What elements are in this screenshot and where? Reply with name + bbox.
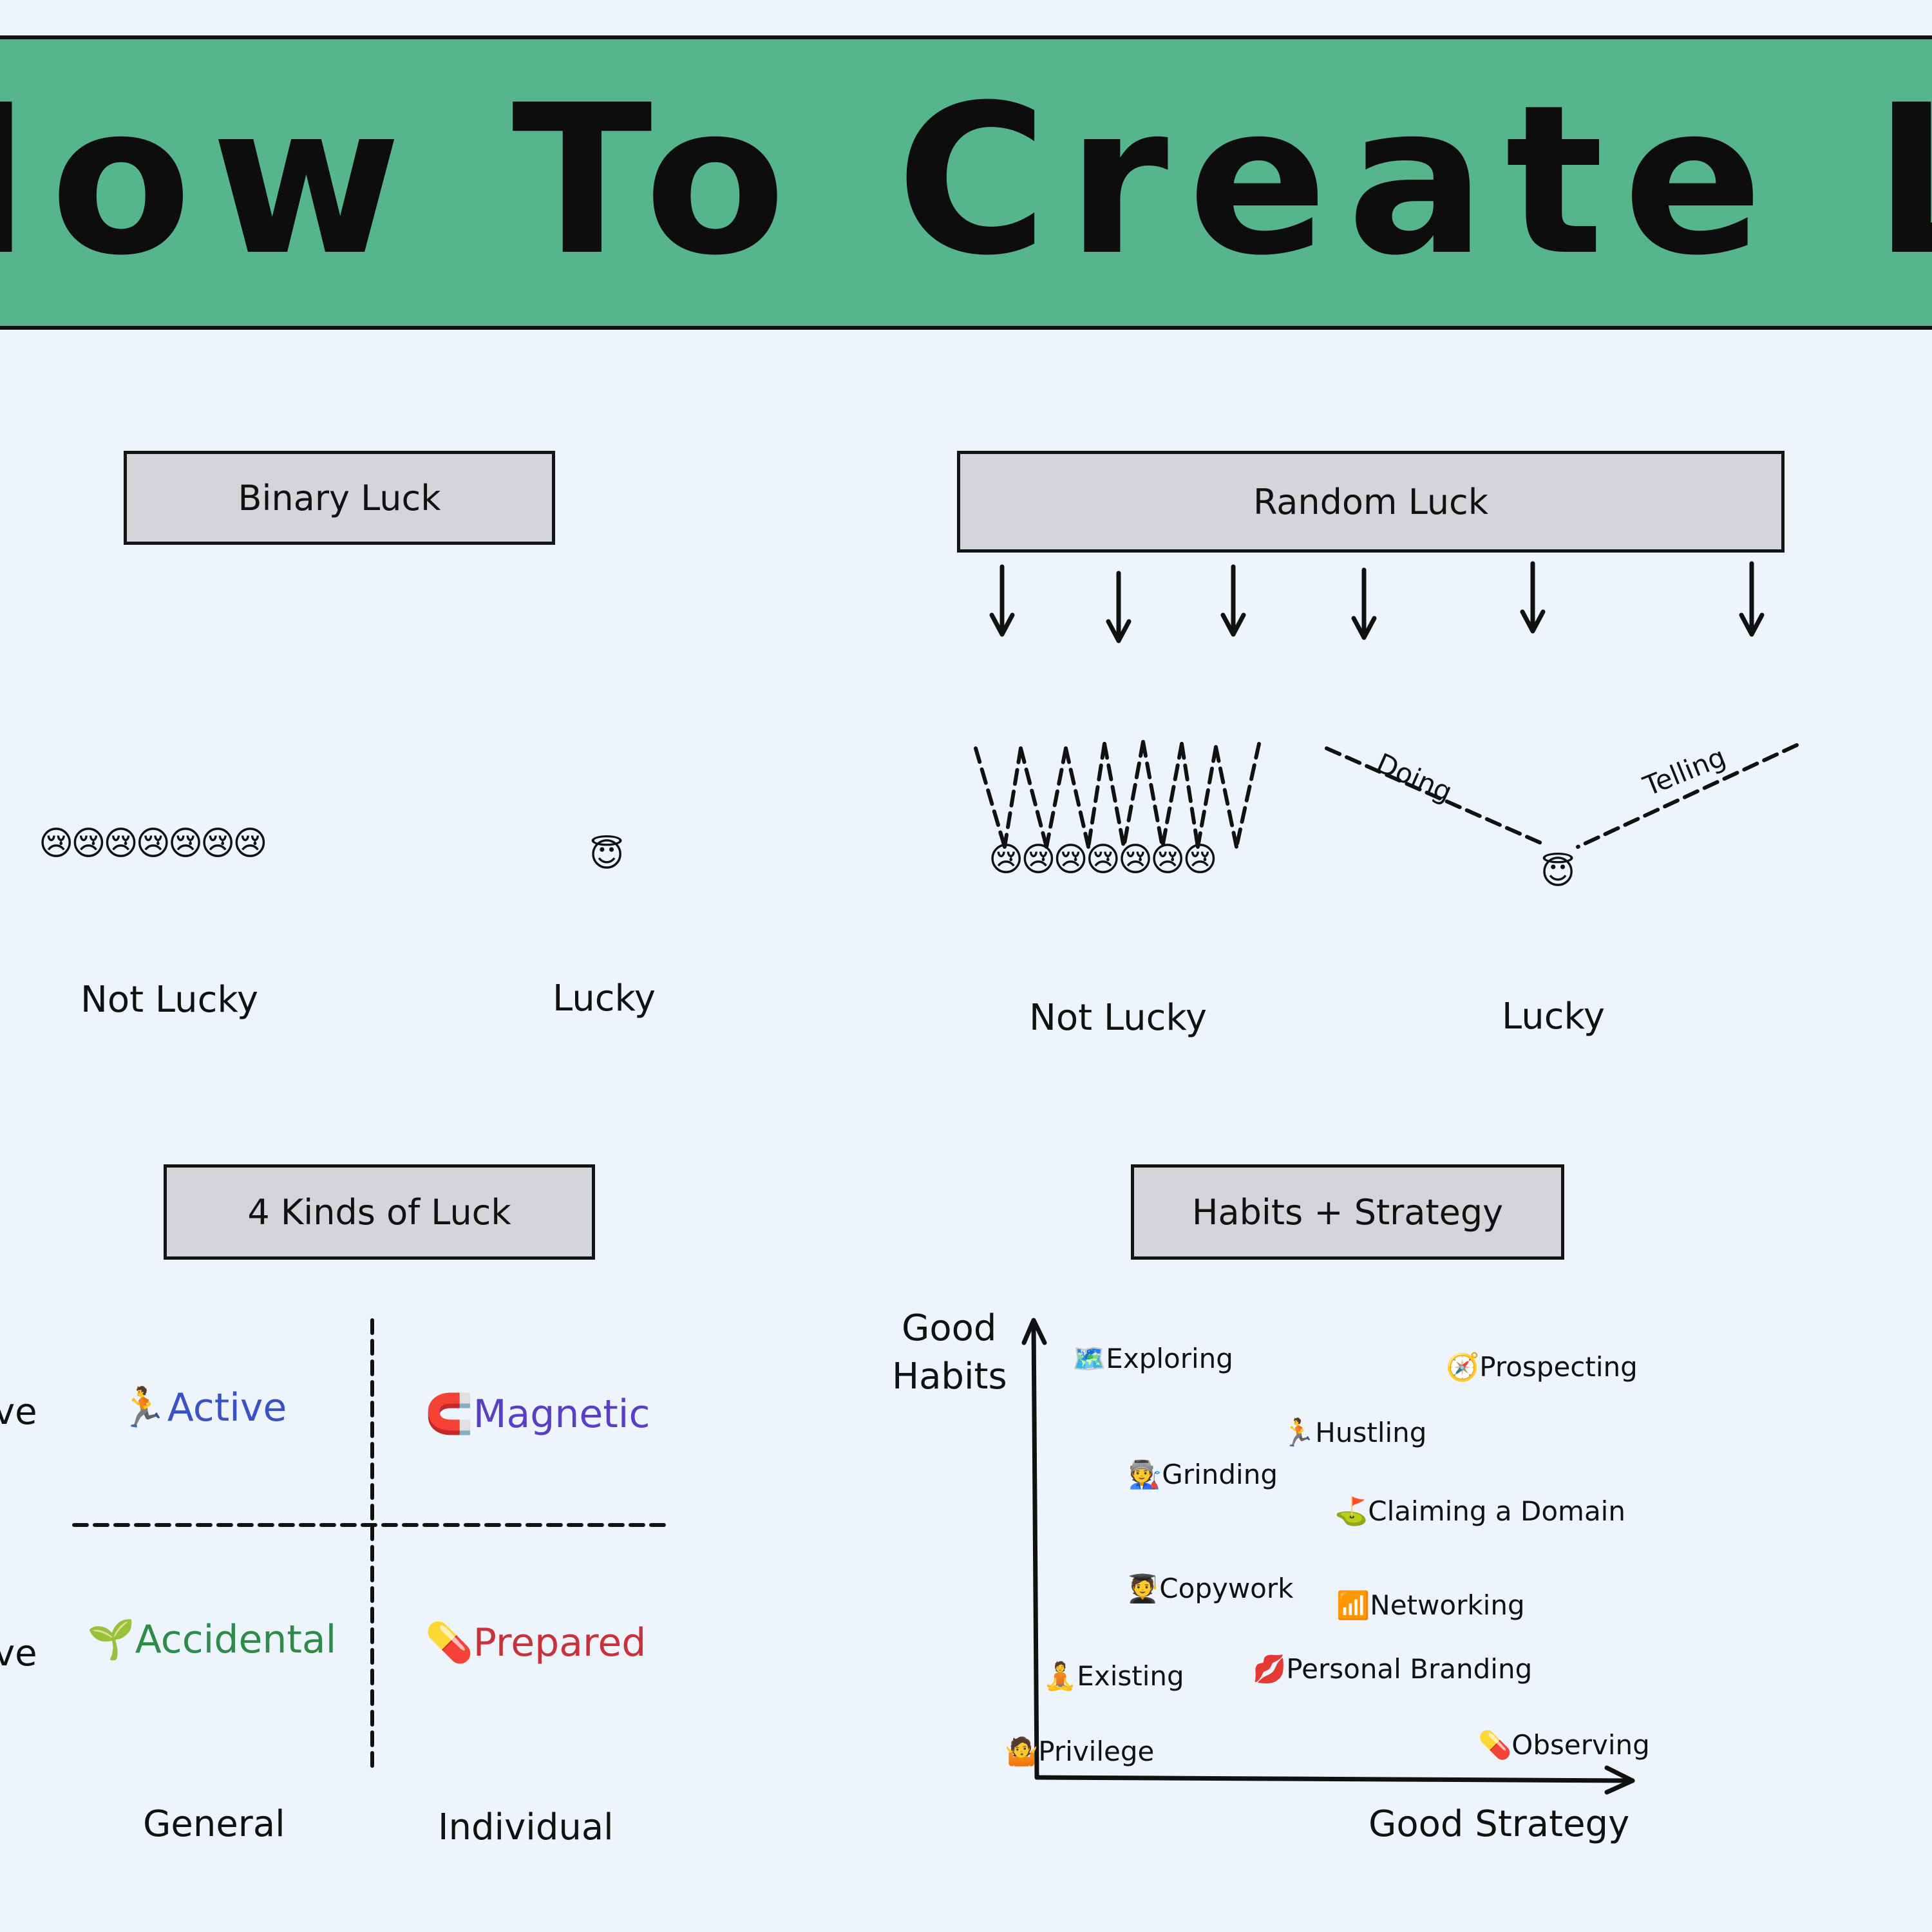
binary-not-lucky-label: Not Lucky [80, 979, 258, 1021]
random-not-lucky-label: Not Lucky [1029, 997, 1207, 1039]
binary-lucky-face: 😇 [589, 836, 624, 875]
random-lucky-label: Lucky [1502, 996, 1605, 1037]
row-label-bottom: ve [0, 1633, 37, 1674]
row-label-top: ve [0, 1391, 37, 1433]
lips-icon: 💋 [1253, 1653, 1287, 1685]
not-lucky-paths [974, 740, 1261, 849]
item-networking: 📶Networking [1336, 1589, 1525, 1621]
four-kinds-label: 4 Kinds of Luck [164, 1164, 595, 1260]
y-label-habits: Habits [892, 1356, 1007, 1397]
quadrant-prepared: 💊Prepared [425, 1620, 646, 1665]
quadrant-lines [72, 1318, 672, 1773]
random-lucky-face: 😇 [1540, 853, 1575, 892]
binary-lucky-label: Lucky [553, 978, 656, 1019]
flag-icon: ⛳ [1334, 1495, 1368, 1527]
magnetic-label: Magnetic [473, 1392, 650, 1437]
item-exploring: 🗺️Exploring [1072, 1343, 1233, 1374]
item-hustling: 🏃Hustling [1282, 1417, 1427, 1448]
quadrant-active: 🏃Active [119, 1385, 287, 1430]
runner-icon: 🏃 [1282, 1417, 1316, 1448]
title-banner: How To Create Luck [0, 35, 1932, 330]
magnet-icon: 🧲 [425, 1392, 473, 1437]
map-icon: 🗺️ [1072, 1343, 1106, 1374]
random-not-lucky-faces: 😢😢😢😢😢😢😢 [989, 840, 1217, 879]
item-personal-branding: 💋Personal Branding [1253, 1653, 1533, 1685]
compass-icon: 🧭 [1446, 1351, 1480, 1383]
item-prospecting: 🧭Prospecting [1446, 1351, 1638, 1383]
accidental-label: Accidental [135, 1617, 337, 1662]
binary-not-lucky-faces: 😢😢😢😢😢😢😢 [39, 824, 267, 863]
quadrant-magnetic: 🧲Magnetic [425, 1391, 650, 1437]
quadrant-accidental: 🌱Accidental [87, 1616, 336, 1662]
item-existing: 🧘Existing [1043, 1660, 1184, 1692]
habit-axes [1021, 1318, 1635, 1795]
shrug-icon: 🤷 [1005, 1736, 1039, 1767]
worker-icon: 🧑‍🏭 [1128, 1459, 1162, 1490]
y-label-good: Good [902, 1307, 997, 1349]
runner-icon: 🏃 [119, 1385, 167, 1430]
x-label-individual: Individual [438, 1806, 614, 1848]
binary-luck-label: Binary Luck [124, 451, 555, 545]
item-privilege: 🤷Privilege [1005, 1736, 1155, 1767]
item-grinding: 🧑‍🏭Grinding [1128, 1459, 1278, 1490]
lucky-paths [1325, 743, 1799, 849]
random-luck-label: Random Luck [957, 451, 1785, 553]
active-label: Active [167, 1385, 287, 1430]
seedling-icon: 🌱 [87, 1617, 135, 1662]
x-label-general: General [143, 1803, 285, 1845]
item-copywork: 🧑‍🎓Copywork [1126, 1573, 1294, 1604]
item-observing: 💊Observing [1478, 1729, 1650, 1761]
signal-icon: 📶 [1336, 1589, 1370, 1621]
item-claiming-a-domain: ⛳Claiming a Domain [1334, 1495, 1625, 1527]
meditation-icon: 🧘 [1043, 1660, 1077, 1692]
page-title: How To Create Luck [0, 61, 1932, 301]
prepared-label: Prepared [473, 1620, 647, 1665]
random-arrows [989, 561, 1765, 643]
habits-strategy-label: Habits + Strategy [1131, 1164, 1564, 1260]
pill-icon: 💊 [425, 1620, 473, 1665]
student-icon: 🧑‍🎓 [1126, 1573, 1160, 1604]
pill-icon: 💊 [1478, 1729, 1512, 1761]
x-label-good-strategy: Good Strategy [1368, 1803, 1630, 1845]
